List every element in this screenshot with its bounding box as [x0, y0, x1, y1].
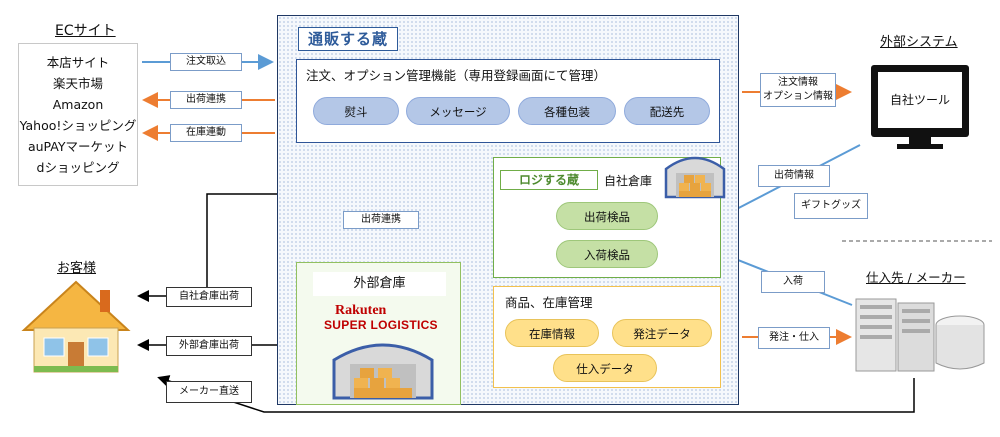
tsuhan-logo: 通販する蔵 [298, 27, 398, 51]
purchase-data-pill: 仕入データ [553, 354, 657, 382]
stock-info-pill: 在庫情報 [505, 319, 599, 347]
ec-site-item: auPAYマーケット [27, 139, 129, 154]
stock-link-label: 在庫連動 [170, 124, 242, 142]
arrival-label: 入荷 [761, 271, 825, 293]
shipping-link-label: 出荷連携 [170, 91, 242, 109]
own-tool-label: 自社ツール [878, 72, 962, 128]
order-option-title: 注文、オプション管理機能（専用登録画面にて管理） [306, 68, 607, 83]
logi-logo: ロジする蔵 [500, 170, 598, 190]
server-icon [855, 298, 985, 372]
option-pill: 熨斗 [313, 97, 399, 125]
supplier-title: 仕入先 / メーカー [866, 270, 966, 285]
ec-site-item: Yahoo!ショッピング [19, 118, 137, 133]
order-intake-label: 注文取込 [170, 53, 242, 71]
customer-title: お客様 [57, 261, 97, 276]
option-pill: メッセージ [406, 97, 510, 125]
option-info-line: オプション情報 [763, 91, 833, 102]
warehouse-icon [664, 156, 726, 199]
warehouse-icon [332, 343, 434, 400]
own-warehouse-label: 自社倉庫 [604, 174, 653, 188]
ec-title: ECサイト [55, 23, 116, 39]
ec-site-list: 本店サイト 楽天市場 Amazon Yahoo!ショッピング auPAYマーケッ… [18, 43, 138, 186]
ec-site-item: dショッピング [36, 160, 120, 175]
gift-goods-label: ギフトグッズ [794, 193, 868, 219]
ec-site-item: 楽天市場 [52, 76, 103, 91]
ec-site-item: 本店サイト [46, 55, 110, 70]
stock-management-title: 商品、在庫管理 [505, 295, 593, 310]
option-pill: 配送先 [624, 97, 710, 125]
order-data-pill: 発注データ [612, 319, 712, 347]
arrival-inspect-pill: 入荷検品 [556, 240, 658, 268]
house-icon [21, 280, 131, 373]
external-warehouse-title: 外部倉庫 [313, 272, 446, 296]
ec-site-item: Amazon [52, 97, 104, 112]
external-system-title: 外部システム [880, 35, 958, 50]
monitor-base [897, 144, 943, 149]
maker-direct-label: メーカー直送 [166, 381, 252, 403]
rakuten-logo: Rakuten [335, 303, 387, 318]
option-pill: 各種包装 [518, 97, 616, 125]
ext-shipping-link-label: 出荷連携 [343, 211, 419, 229]
order-purchase-label: 発注・仕入 [758, 327, 830, 349]
ext-wh-ship-label: 外部倉庫出荷 [166, 336, 252, 356]
order-info-line: 注文情報 [778, 77, 818, 88]
own-wh-ship-label: 自社倉庫出荷 [166, 287, 252, 307]
super-logistics-logo: SUPER LOGISTICS [324, 318, 438, 332]
shipping-info-label: 出荷情報 [758, 165, 830, 187]
monitor-stand [909, 137, 931, 144]
ship-inspect-pill: 出荷検品 [556, 202, 658, 230]
order-info-label: 注文情報 オプション情報 [760, 73, 836, 107]
